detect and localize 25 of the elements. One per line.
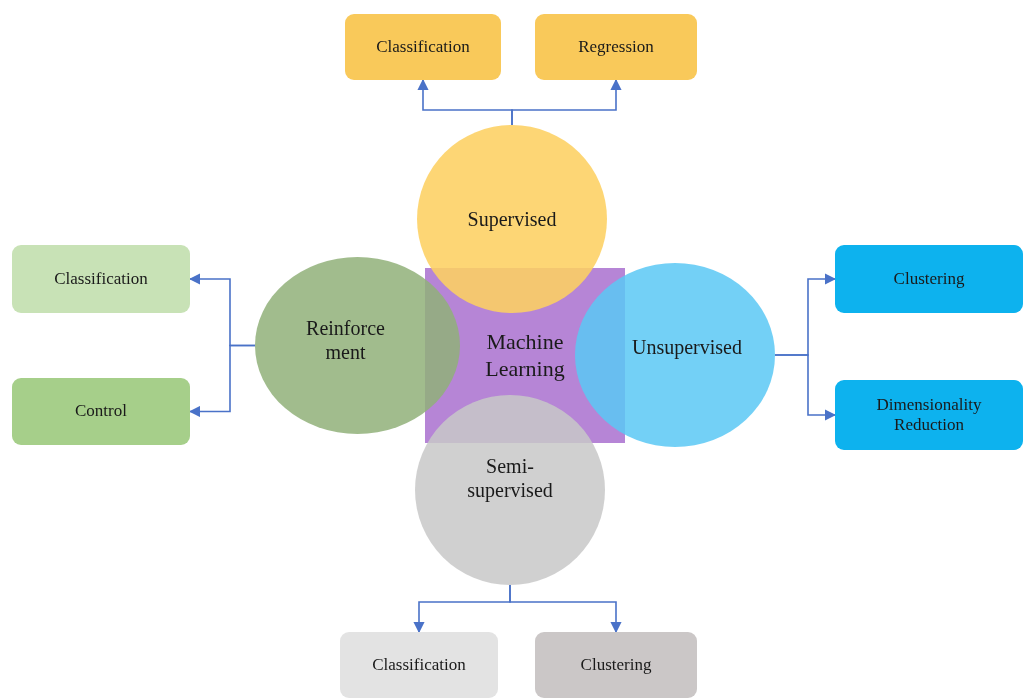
arrow [511,78,622,126]
task-box [535,632,697,698]
node-label: Machine Learning [484,329,566,382]
node-label: Clustering [580,654,652,676]
node-label: Reinforce ment [305,315,386,364]
task-box [12,245,190,313]
node-label: Unsupervised [632,335,742,359]
task-box [12,378,190,445]
task-box [345,14,501,80]
node-label: Control [75,401,127,422]
node-label: Regression [578,36,654,58]
node-label: Classification [372,654,466,676]
node-label: Classification [376,36,470,58]
node-label: Classification [54,268,148,290]
node-label: Semi- supervised [466,454,554,502]
node-label: Clustering [893,268,965,290]
node-label: Supervised [467,207,557,231]
task-box [340,632,498,698]
task-box [835,380,1023,450]
arrow [774,354,837,421]
node-label: Dimensionality Reduction [875,394,983,436]
task-box [835,245,1023,313]
task-box [535,14,697,80]
arrow [509,584,622,634]
arrow [188,344,256,418]
